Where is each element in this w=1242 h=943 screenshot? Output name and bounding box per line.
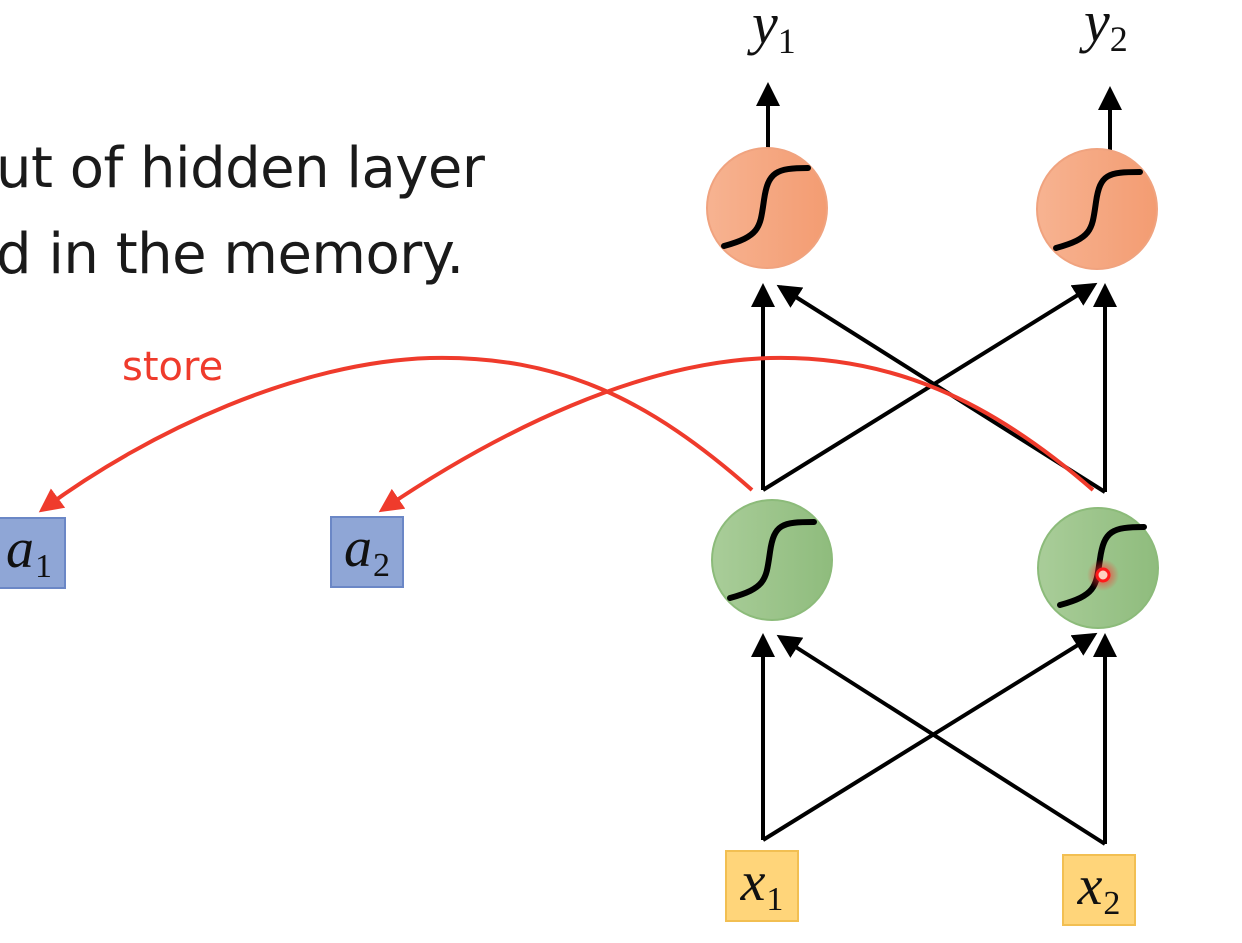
edge-x1-h2 [761,632,1098,842]
edge-x2-h1 [776,634,1107,846]
sigmoid-icon [1053,169,1143,251]
store-arrow-h1-a1 [38,355,754,513]
input-sub: 1 [766,881,784,918]
input-x1: x1 [725,850,799,922]
sigmoid-icon [721,165,811,249]
memory-cell-a2: a2 [330,516,404,588]
caption-line-1: ut of hidden layer [0,136,485,201]
input-sub: 2 [1103,885,1121,922]
output-label-y2: y2 [1084,0,1128,59]
input-x2: x2 [1062,854,1136,926]
memory-var: a [6,518,34,580]
output-node-2 [1036,148,1158,270]
output-label-y1: y1 [752,0,796,61]
store-label: store [122,344,224,390]
output-var: y [1084,0,1110,54]
input-var: x [740,851,766,913]
sigmoid-icon [1057,524,1147,608]
output-var: y [752,0,778,56]
memory-var: a [344,517,372,579]
output-sub: 1 [777,21,796,61]
hidden-node-1 [711,499,833,621]
cursor-indicator [1087,559,1119,591]
output-sub: 2 [1109,19,1128,59]
input-var: x [1077,855,1103,917]
store-arrow-h2-a2 [378,355,1095,513]
memory-sub: 1 [35,548,52,585]
sigmoid-icon [727,519,817,601]
memory-sub: 2 [373,547,390,584]
caption-line-2: d in the memory. [0,222,464,287]
edge-h1-o2 [761,282,1098,492]
output-node-1 [706,147,828,269]
memory-cell-a1: a1 [0,517,66,589]
